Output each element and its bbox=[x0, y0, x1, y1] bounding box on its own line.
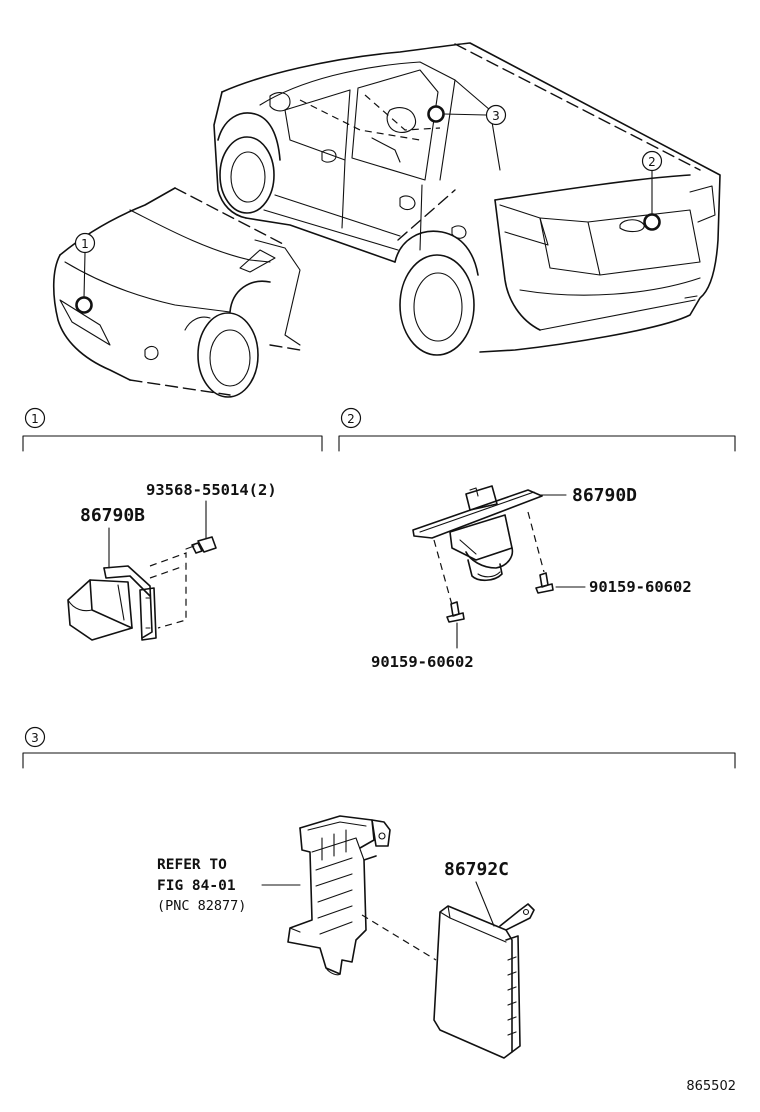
front-camera-drawing bbox=[67, 552, 187, 641]
part-label-front-camera: 86790B bbox=[80, 505, 145, 526]
rear-screw-right-drawing bbox=[535, 572, 554, 594]
part-label-rear-camera: 86790D bbox=[572, 485, 637, 506]
svg-text:1: 1 bbox=[81, 237, 89, 251]
refer-note-line1: REFER TO bbox=[157, 857, 227, 873]
part-label-rear-screw-bottom: 90159-60602 bbox=[371, 653, 474, 671]
section-2: 2 86790D 90159-60602 bbox=[338, 407, 736, 671]
section-1: 1 93568-55014(2) 86790B bbox=[22, 407, 323, 641]
part-label-front-bolt: 93568-55014(2) bbox=[146, 481, 277, 499]
part-label-control-unit: 86792C bbox=[444, 859, 509, 880]
part-label-rear-screw-right: 90159-60602 bbox=[589, 578, 692, 596]
rear-camera-drawing bbox=[412, 485, 543, 582]
front-car-closeup bbox=[52, 187, 301, 398]
front-bolt-drawing bbox=[185, 536, 217, 554]
control-unit-drawing bbox=[433, 903, 535, 1059]
refer-note-line2: FIG 84-01 bbox=[157, 878, 236, 894]
callout-2: 2 bbox=[641, 150, 663, 231]
refer-note-line3: (PNC 82877) bbox=[157, 898, 246, 914]
svg-text:3: 3 bbox=[492, 109, 500, 123]
svg-text:2: 2 bbox=[347, 412, 355, 426]
svg-text:1: 1 bbox=[31, 412, 39, 426]
section-3: 3 REFER TO FIG 84-01 (PNC 82877) bbox=[22, 726, 736, 1059]
svg-text:2: 2 bbox=[648, 155, 656, 169]
callout-3: 3 bbox=[427, 104, 507, 126]
callout-1: 1 bbox=[74, 232, 96, 314]
car-overview bbox=[213, 42, 721, 356]
bracket-drawing bbox=[287, 815, 391, 976]
rear-screw-bottom-drawing bbox=[446, 601, 465, 623]
svg-text:3: 3 bbox=[31, 731, 39, 745]
figure-number: 865502 bbox=[686, 1079, 736, 1094]
